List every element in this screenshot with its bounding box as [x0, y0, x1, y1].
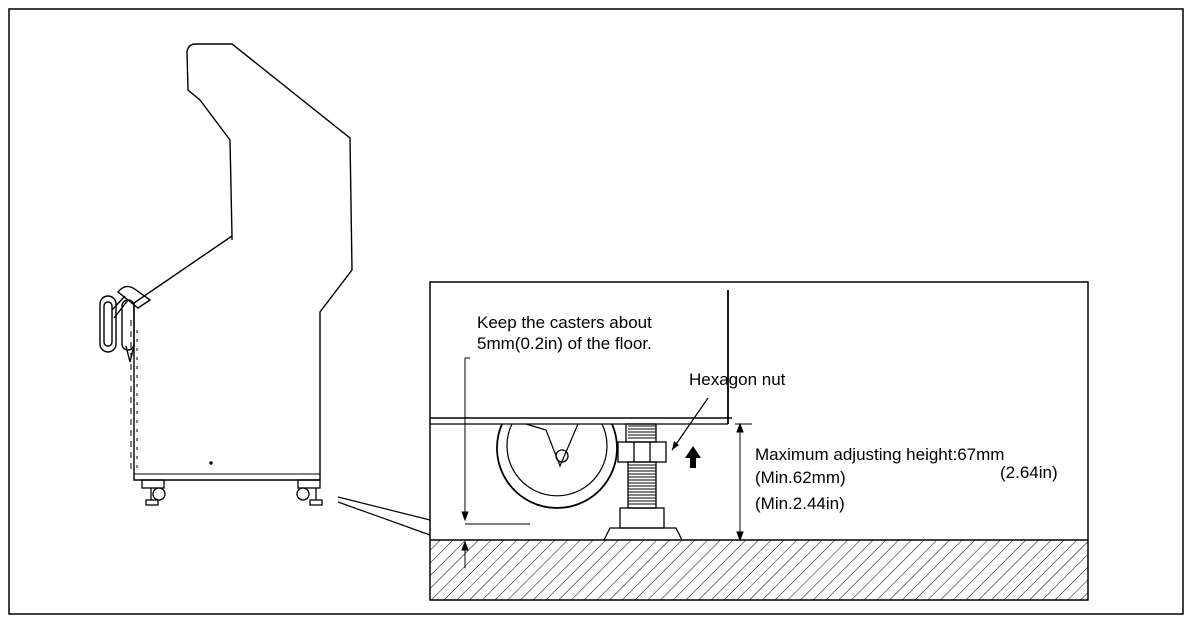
callout-line-lower: [337, 501, 431, 536]
gun-holster: [99, 285, 152, 363]
caster-clearance-dimension: [461, 357, 530, 568]
cabinet-side-view: [130, 43, 353, 481]
max-adjust-height-inches-label: (2.64in): [1000, 463, 1058, 482]
min-in-label: (Min.2.44in): [755, 494, 845, 513]
hexagon-nut-leader: [671, 397, 709, 451]
up-arrow-icon: [685, 446, 701, 468]
caster-wheel: [496, 423, 618, 509]
hexagon-nut-label: Hexagon nut: [689, 370, 786, 389]
leveler-assembly: [603, 423, 683, 541]
callout-line-upper: [337, 496, 431, 521]
cabinet-caster-rear: [296, 479, 323, 506]
min-mm-label: (Min.62mm): [755, 468, 846, 487]
bolt-thread: [628, 425, 656, 505]
max-adjust-height-label: Maximum adjusting height:67mm: [755, 445, 1005, 464]
cabinet-bottom-detail: [430, 290, 732, 425]
adjust-height-dimension: [735, 422, 752, 542]
keep-casters-label-line2: 5mm(0.2in) of the floor.: [477, 334, 652, 353]
floor-hatch: [430, 540, 1088, 600]
hexagon-nut-arrowhead: [672, 441, 679, 450]
cabinet-caster-front: [141, 479, 166, 506]
outer-frame: [8, 8, 1184, 615]
cabinet-outline: [133, 43, 353, 481]
keep-casters-label-line1: Keep the casters about: [477, 313, 652, 332]
